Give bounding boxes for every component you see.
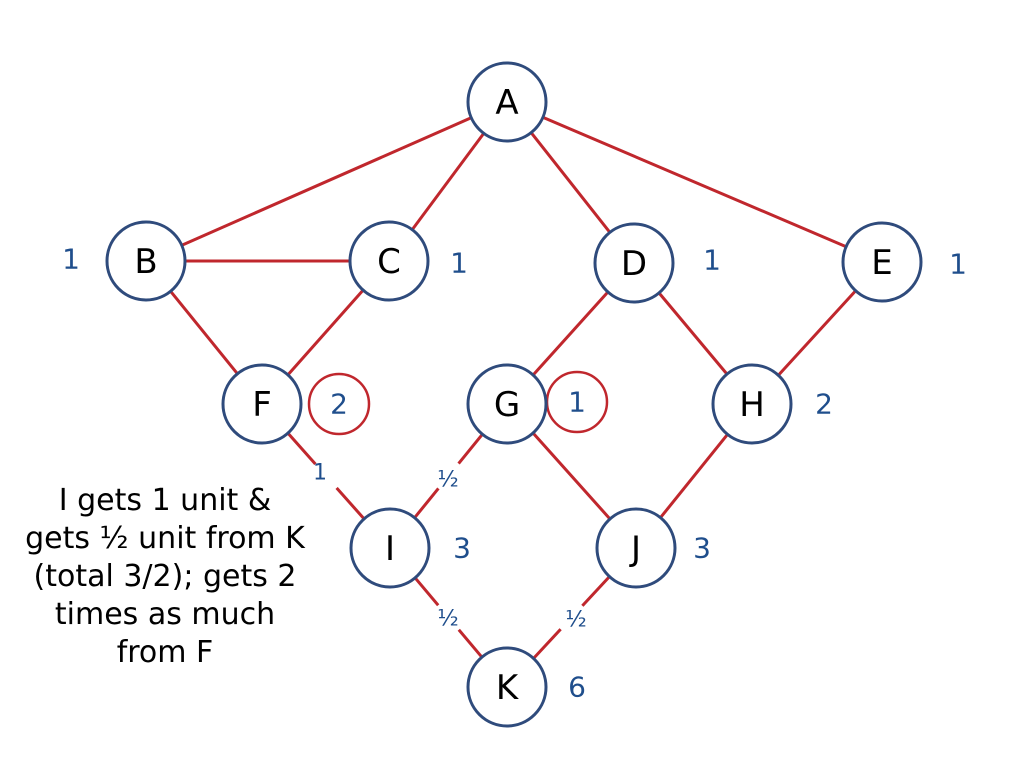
edges-layer (168, 115, 859, 661)
note-line-1: I gets 1 unit & (58, 483, 272, 518)
note-line-5: from F (116, 635, 214, 670)
edge-e-h (775, 288, 859, 378)
node-circle-f (221, 363, 303, 445)
node-a: A (466, 61, 548, 143)
node-k: K (466, 646, 548, 728)
edge-a-e (540, 115, 849, 249)
edge-d-g (530, 289, 611, 378)
node-circle-h (711, 363, 793, 445)
node-circle-k (466, 646, 548, 728)
path-count-d: 1 (703, 244, 721, 277)
node-label-c: C (377, 242, 401, 282)
edge-a-d (528, 130, 613, 235)
node-label-j: J (629, 529, 641, 569)
path-count-b: 1 (62, 243, 80, 276)
node-b: B (105, 220, 187, 302)
edge-credit-j-k: ½ (565, 608, 586, 633)
node-g: G (466, 363, 548, 445)
note-line-3: (total 3/2); gets 2 (33, 559, 297, 594)
node-label-k: K (496, 668, 520, 708)
node-label-f: F (252, 385, 272, 425)
node-circle-j (595, 507, 677, 589)
node-label-i: I (385, 529, 395, 569)
path-count-j: 3 (693, 532, 711, 565)
path-count-g: 1 (568, 386, 586, 419)
note-line-4: times as much (54, 597, 276, 632)
path-count-c: 1 (450, 247, 468, 280)
node-label-a: A (495, 83, 518, 123)
node-i: I (349, 507, 431, 589)
path-count-f: 2 (330, 388, 348, 421)
edge-gap-j-k (558, 604, 585, 631)
node-circle-g (466, 363, 548, 445)
edge-gap-i-k (436, 603, 461, 632)
edge-gap-f-i (313, 462, 339, 490)
edge-credit-i-k: ½ (437, 607, 458, 632)
path-count-i: 3 (453, 532, 471, 565)
node-circle-a (466, 61, 548, 143)
edge-credit-g-i: ½ (437, 468, 458, 493)
node-circle-d (593, 222, 675, 304)
edge-a-c (409, 130, 487, 233)
edge-credit-f-i: 1 (313, 461, 327, 486)
count-highlight-f (307, 372, 371, 436)
node-d: D (593, 222, 675, 304)
node-circle-c (348, 220, 430, 302)
path-count-k: 6 (568, 671, 586, 704)
nodes-layer: A B C D E F G H I J K (105, 61, 923, 728)
edge-b-f (168, 288, 240, 377)
node-circle-i (349, 507, 431, 589)
path-counts-layer: 1 1 1 1 2 1 2 3 3 6 (62, 243, 967, 704)
edge-gap-g-i (436, 462, 461, 490)
note-line-2: gets ½ unit from K (25, 521, 305, 556)
edge-d-h (656, 290, 730, 377)
node-f: F (221, 363, 303, 445)
node-c: C (348, 220, 430, 302)
explanation-note: I gets 1 unit & gets ½ unit from K (tota… (10, 482, 320, 672)
node-h: H (711, 363, 793, 445)
node-label-h: H (739, 385, 765, 425)
node-j: J (595, 507, 677, 589)
node-label-b: B (134, 242, 157, 282)
node-circle-b (105, 220, 187, 302)
edge-h-j (658, 431, 730, 521)
highlight-circles-layer (307, 370, 609, 436)
edge-c-f (285, 287, 366, 378)
path-count-e: 1 (949, 248, 967, 281)
path-count-h: 2 (815, 388, 833, 421)
node-label-d: D (621, 244, 647, 284)
edge-a-b (179, 115, 474, 248)
node-circle-e (841, 221, 923, 303)
node-label-e: E (871, 243, 892, 283)
node-e: E (841, 221, 923, 303)
edge-credits-layer: 1 ½ ½ ½ (313, 461, 587, 633)
credit-gaps-layer (313, 462, 585, 632)
node-label-g: G (494, 385, 520, 425)
edge-g-j (530, 430, 613, 522)
